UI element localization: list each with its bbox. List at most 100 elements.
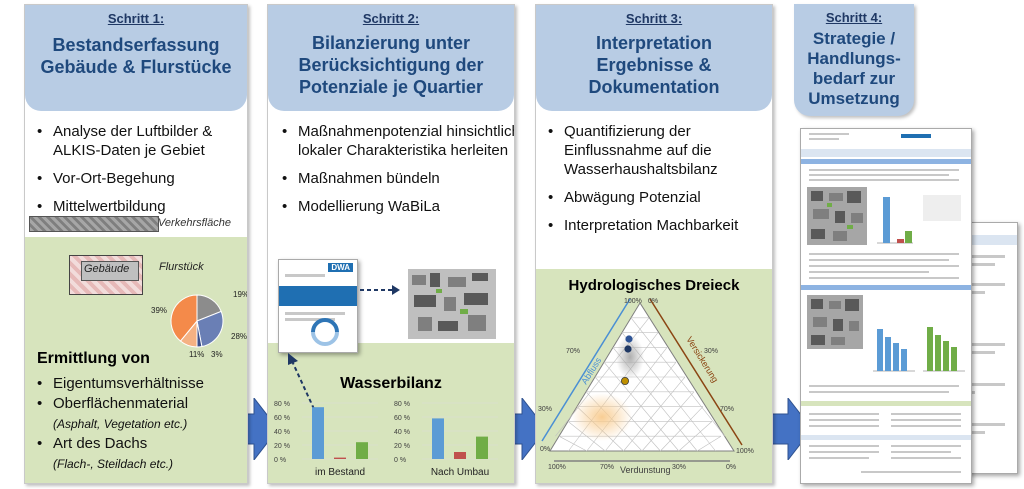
step1-item-label: Art des Dachs [53, 435, 148, 452]
wasserbilanz-area [268, 343, 514, 483]
step2-bullet: Modellierung WaBiLa [282, 197, 514, 216]
quarter-map-thumbnail [408, 269, 496, 339]
chart-caption: Nach Umbau [431, 467, 489, 478]
step1-item: Eigentumsverhältnisse [37, 375, 247, 393]
bar [454, 452, 466, 459]
pie-label: 19% [233, 290, 247, 299]
step3-bullet: Interpretation Machbarkeit [548, 216, 772, 235]
step1-panel: Schritt 1: Bestandserfassung Gebäude & F… [24, 4, 248, 484]
step1-label: Schritt 1: [107, 11, 165, 26]
step1-item-sub: (Asphalt, Vegetation etc.) [53, 417, 188, 431]
step3-panel: Schritt 3: Interpretation Ergebnisse & D… [535, 4, 773, 484]
bar-chart-bestand: 80 % 60 % 40 % 20 % 0 % im Bestand [274, 401, 378, 478]
axis-label-verdunstung: Verdunstung [620, 465, 671, 475]
tick-label: 0% [540, 446, 550, 453]
report-bar-mini-1 [877, 197, 913, 244]
step3-label: Schritt 3: [625, 11, 683, 26]
scenario-point [625, 335, 633, 343]
step3-bullet: Quantifizierung der Einflussnahme auf di… [548, 122, 772, 179]
wasserbilanz-title: Wasserbilanz [340, 375, 442, 392]
bar [476, 436, 488, 459]
chart-caption: im Bestand [315, 467, 365, 478]
step4-title-line4: Umsetzung [808, 89, 900, 108]
report-title-band [801, 149, 971, 157]
step3-header: Schritt 3: Interpretation Ergebnisse & D… [536, 5, 772, 111]
report-bar-mini-2 [923, 195, 961, 221]
y-tick-label: 80 % [274, 401, 290, 408]
pie-label: 11% [189, 350, 204, 359]
bar [432, 418, 444, 459]
scenario-region-yellow [572, 393, 632, 441]
report-page-front [800, 128, 972, 484]
step2-title-line1: Bilanzierung unter [311, 33, 470, 53]
step4-title-line2: Handlungs- [807, 49, 901, 68]
tick-label: 30% [704, 348, 718, 355]
step2-bullet: Maßnahmenpotenzial hinsichtlich lokaler … [282, 122, 514, 160]
y-tick-label: 60 % [274, 415, 290, 422]
tick-label: 70% [566, 348, 580, 355]
step1-item: Art des Dachs (Flach-, Steildach etc.) [37, 435, 247, 473]
hydrological-triangle: Abfluss Versickerung Verdunstung 100% 70… [538, 298, 754, 475]
report-blue-band [279, 286, 357, 306]
report-section-band [801, 159, 971, 164]
tick-label: 100% [736, 448, 754, 455]
dreieck-title: Hydrologisches Dreieck [568, 277, 740, 294]
bar-chart-umbau: 80 % 60 % 40 % 20 % 0 % Nach Umbau [394, 401, 498, 478]
pie-label: 39% [151, 306, 167, 315]
step3-title-line2: Ergebnisse & [596, 55, 712, 75]
dwa-logo: DWA [328, 263, 353, 272]
step4-label: Schritt 4: [825, 10, 883, 25]
tick-label: 30% [672, 464, 686, 471]
step3-title-line3: Dokumentation [588, 77, 720, 97]
dashed-arrow-right [360, 285, 400, 295]
step1-items: Eigentumsverhältnisse Oberflächenmateria… [31, 375, 247, 475]
y-tick-label: 40 % [274, 429, 290, 436]
report-section-band-2 [801, 285, 971, 290]
pie-slice [196, 310, 224, 348]
step1-header: Schritt 1: Bestandserfassung Gebäude & F… [25, 5, 247, 111]
step2-label: Schritt 2: [362, 11, 420, 26]
step1-bullet: Analyse der Luftbilder & ALKIS-Daten je … [37, 122, 247, 160]
step4-header: Schritt 4: Strategie / Handlungs- bedarf… [794, 4, 914, 116]
scenario-point [624, 345, 632, 353]
pie-label: 3% [211, 350, 223, 359]
pie-slice [170, 294, 198, 342]
step2-bullet: Maßnahmen bündeln [282, 169, 514, 188]
tick-label: 0% [726, 464, 736, 471]
y-tick-label: 80 % [394, 401, 410, 408]
surface-pie-chart: 19% 28% 3% 11% 39% [151, 290, 247, 359]
step1-title-line2: Gebäude & Flurstücke [40, 57, 232, 77]
y-tick-label: 20 % [394, 443, 410, 450]
step1-bullet: Vor-Ort-Begehung [37, 169, 247, 188]
tick-label: 100% [624, 298, 642, 305]
y-tick-label: 0 % [274, 457, 286, 464]
step2-title-line2: Berücksichtigung der [298, 55, 484, 75]
building-label-box [81, 261, 139, 281]
tick-label: 70% [720, 406, 734, 413]
step1-bullets: Analyse der Luftbilder & ALKIS-Daten je … [31, 122, 247, 225]
report-bar-mini-3 [873, 329, 915, 372]
y-tick-label: 20 % [274, 443, 290, 450]
tick-label: 0% [648, 298, 658, 305]
pie-label: 28% [231, 332, 247, 341]
step1-item-label: Oberflächenmaterial [53, 395, 189, 412]
y-tick-label: 0 % [394, 457, 406, 464]
step4-title-line1: Strategie / [812, 29, 896, 48]
step2-bullets: Maßnahmenpotenzial hinsichtlich lokaler … [276, 122, 514, 225]
dwa-report-thumbnail: DWA [278, 259, 358, 353]
report-bar-mini-4 [923, 327, 965, 372]
axis-label-versickerung: Versickerung [684, 335, 720, 384]
tick-label: 30% [538, 406, 552, 413]
bar [312, 407, 324, 459]
y-tick-label: 40 % [394, 429, 410, 436]
tick-label: 100% [548, 464, 566, 471]
step1-item-sub: (Flach-, Steildach etc.) [53, 457, 174, 471]
step4-title-line3: bedarf zur [812, 69, 896, 88]
bar [356, 442, 368, 459]
verkehrsflaeche-label: Verkehrsfläche [158, 217, 231, 229]
report-map-2 [807, 295, 863, 349]
ermittlung-heading: Ermittlung von [37, 350, 150, 367]
step1-bullet: Mittelwertbildung [37, 197, 247, 216]
y-tick-label: 60 % [394, 415, 410, 422]
step3-bullets: Quantifizierung der Einflussnahme auf di… [542, 122, 772, 244]
